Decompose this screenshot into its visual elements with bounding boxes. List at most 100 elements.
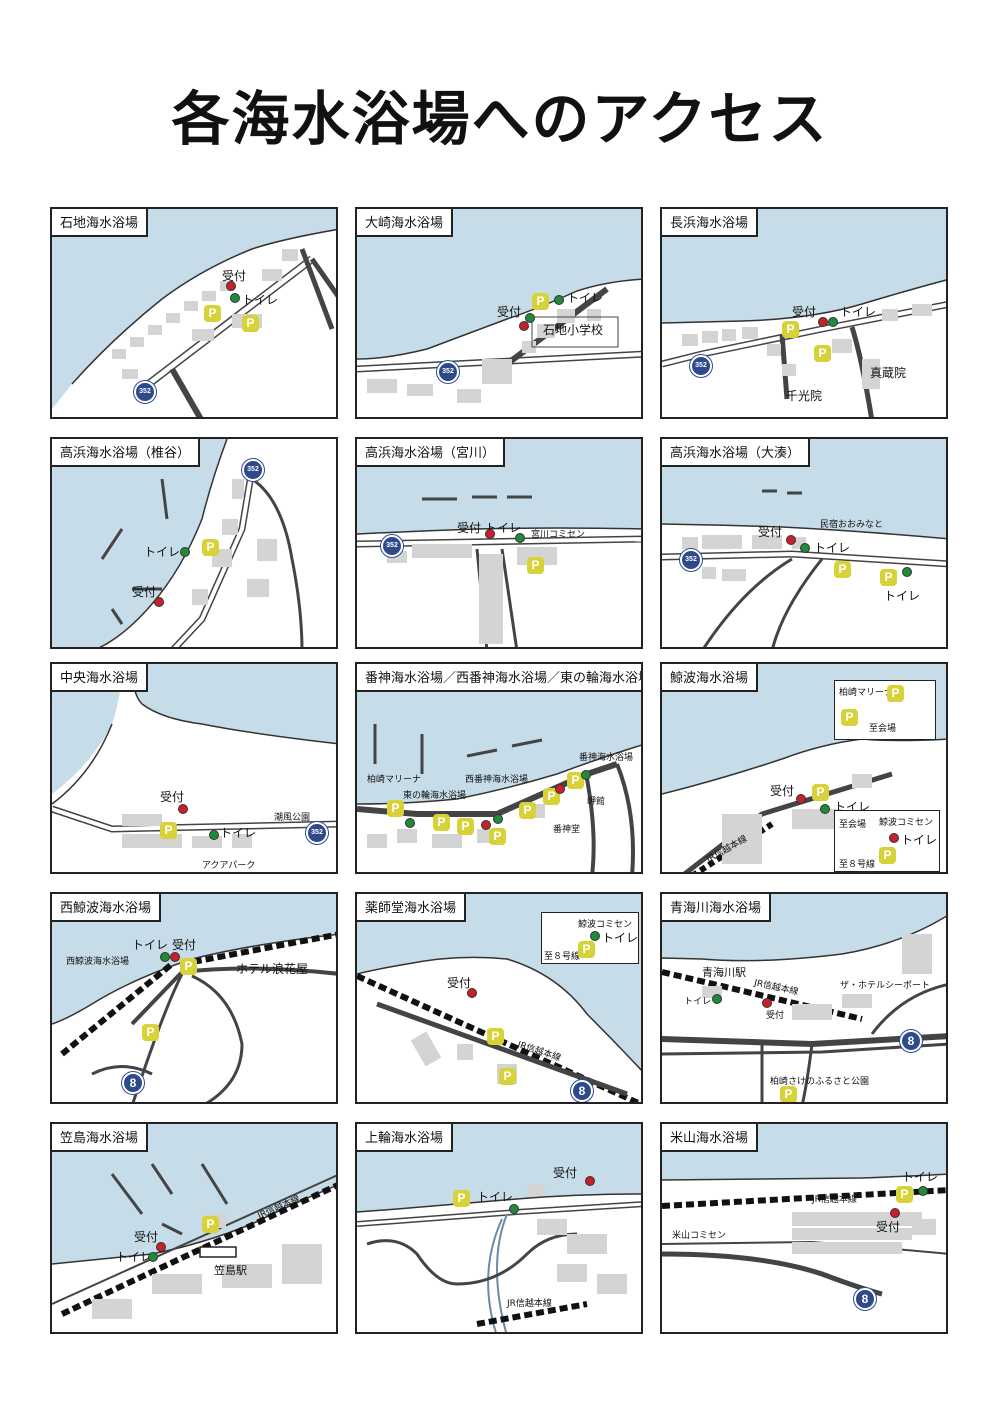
toilet-label: トイレ: [884, 589, 921, 603]
school-label: 石地小学校: [543, 323, 604, 337]
map-panel-osaki: 大崎海水浴場 P トイレ 受付 石地小学校 352: [355, 207, 643, 419]
map-panel-banjin: 番神海水浴場／西番神海水浴場／東の輪海水浴場 柏崎マリーナ 番神海水浴場 西番神…: [355, 662, 643, 874]
beach-title: 石地海水浴場: [52, 209, 149, 237]
parking-marker: P: [160, 822, 177, 839]
toilet-marker: [180, 547, 190, 557]
reception-label: 受付: [876, 1220, 901, 1234]
route-352-icon: 352: [242, 459, 264, 481]
toilet-marker: [230, 293, 240, 303]
parking-marker: P: [527, 557, 544, 574]
temple-label: 千光院: [786, 389, 823, 403]
reception-marker: [467, 988, 477, 998]
parking-marker: P: [202, 1216, 219, 1233]
toilet-marker: [525, 313, 535, 323]
route-352-icon: 352: [437, 361, 459, 383]
map-panel-nishikujiranami: 西鯨波海水浴場 トイレ 受付 西鯨波海水浴場 P ホテル浪花屋 P 8: [50, 892, 338, 1104]
route-352-icon: 352: [306, 822, 328, 844]
community-center-label: 米山コミセン: [672, 1231, 727, 1241]
toilet-marker: [918, 1186, 928, 1196]
venue-direction-label: 至会場: [869, 724, 897, 734]
marina-label: 柏崎マリーナ: [367, 775, 422, 785]
toilet-marker: [800, 543, 810, 553]
station-label: 青海川駅: [702, 966, 746, 979]
inset-community-center: 鯨波コミセン トイレ P 至８号線: [541, 912, 639, 964]
community-center-label: 宮川コミセン: [531, 530, 586, 540]
parking-marker: P: [457, 818, 474, 835]
reception-label: 受付: [457, 521, 482, 535]
jr-line-label: JR信越本線: [507, 1299, 552, 1309]
map-panel-takahama-shiiya: 高浜海水浴場（椎谷） トイレ P 受付 352: [50, 437, 338, 649]
parking-marker: P: [242, 315, 259, 332]
map-osaki: [357, 209, 641, 417]
beach-title: 薬師堂海水浴場: [357, 894, 467, 922]
toilet-marker: [160, 952, 170, 962]
beach-title: 上輪海水浴場: [357, 1124, 454, 1152]
map-panel-chuo: 中央海水浴場 受付 P トイレ 潮風公園 アクアパーク 352: [50, 662, 338, 874]
beach-title: 西鯨波海水浴場: [52, 894, 162, 922]
beach-label-higashinowa: 東の輪海水浴場: [403, 791, 467, 801]
parking-marker: P: [499, 1068, 516, 1085]
park-label: 柏崎さけのふるさと公園: [770, 1077, 870, 1087]
beach-title: 番神海水浴場／西番神海水浴場／東の輪海水浴場: [357, 664, 641, 692]
beach-title: 鯨波海水浴場: [662, 664, 759, 692]
parking-marker: P: [780, 1086, 797, 1102]
parking-marker: P: [433, 814, 450, 831]
parking-marker: P: [487, 1028, 504, 1045]
toilet-marker: [493, 814, 503, 824]
parking-marker: P: [532, 293, 549, 310]
parking-marker: P: [812, 784, 829, 801]
parking-marker: P: [814, 345, 831, 362]
toilet-label: トイレ: [602, 931, 639, 945]
reception-label: 受付: [792, 305, 817, 319]
beach-title: 米山海水浴場: [662, 1124, 759, 1152]
reception-label: 受付: [497, 305, 522, 319]
route-352-icon: 352: [381, 535, 403, 557]
map-panel-ishiji: 石地海水浴場 受付 トイレ P P 352: [50, 207, 338, 419]
park-label: 潮風公園: [274, 813, 311, 823]
reception-marker: [154, 597, 164, 607]
community-center-label: 鯨波コミセン: [578, 920, 633, 930]
toilet-marker: [209, 830, 219, 840]
parking-marker: P: [519, 802, 536, 819]
reception-label: 受付: [766, 1011, 785, 1021]
map-nagahama: [662, 209, 946, 417]
route8-direction-label: 至８号線: [544, 952, 581, 962]
toilet-marker: [590, 931, 600, 941]
map-panel-takahama-miyagawa: 高浜海水浴場（宮川） 受付 トイレ 宮川コミセン P 352: [355, 437, 643, 649]
parking-marker: P: [567, 772, 584, 789]
parking-marker: P: [887, 685, 904, 702]
route-352-icon: 352: [134, 381, 156, 403]
page-title: 各海水浴場へのアクセス: [171, 85, 829, 153]
reception-label: 受付: [134, 1230, 159, 1244]
map-panel-kujiranami: 鯨波海水浴場 柏崎マリーナ P P 至会場 受付 P トイレ 鯨波コミセン 至会…: [660, 662, 948, 874]
toilet-marker: [828, 317, 838, 327]
toilet-marker: [148, 1252, 158, 1262]
venue-direction-label: 至会場: [839, 820, 867, 830]
map-takahama-shiiya: [52, 439, 336, 647]
beach-title: 笠島海水浴場: [52, 1124, 149, 1152]
map-panel-nagahama: 長浜海水浴場 受付 トイレ P P 真蔵院 千光院 352: [660, 207, 948, 419]
reception-marker: [585, 1176, 595, 1186]
parking-marker: P: [142, 1024, 159, 1041]
reception-label: 受付: [160, 790, 185, 804]
toilet-label: トイレ: [477, 1190, 514, 1204]
parking-marker: P: [453, 1190, 470, 1207]
map-panel-agewa: 上輪海水浴場 受付 P トイレ JR信越本線: [355, 1122, 643, 1334]
parking-marker: P: [834, 561, 851, 578]
reception-marker: [762, 998, 772, 1008]
parking-marker: P: [896, 1186, 913, 1203]
banjindo-label: 番神堂: [553, 825, 581, 835]
beach-title: 高浜海水浴場（椎谷）: [52, 439, 201, 467]
toilet-marker: [515, 533, 525, 543]
beach-title: 高浜海水浴場（大湊）: [662, 439, 811, 467]
toilet-label: トイレ: [567, 291, 604, 305]
beach-label-nishibanjin: 西番神海水浴場: [465, 775, 529, 785]
misakikan-label: 岬館: [587, 797, 606, 807]
map-nishikujiranami: [52, 894, 336, 1102]
beach-title: 青海川海水浴場: [662, 894, 772, 922]
parking-marker: P: [578, 941, 595, 958]
map-panel-yoneyama: 米山海水浴場 トイレ P JR信越本線 受付 米山コミセン 8: [660, 1122, 948, 1334]
parking-marker: P: [880, 569, 897, 586]
toilet-label: トイレ: [902, 1170, 939, 1184]
inn-label: 民宿おおみなと: [820, 520, 884, 530]
